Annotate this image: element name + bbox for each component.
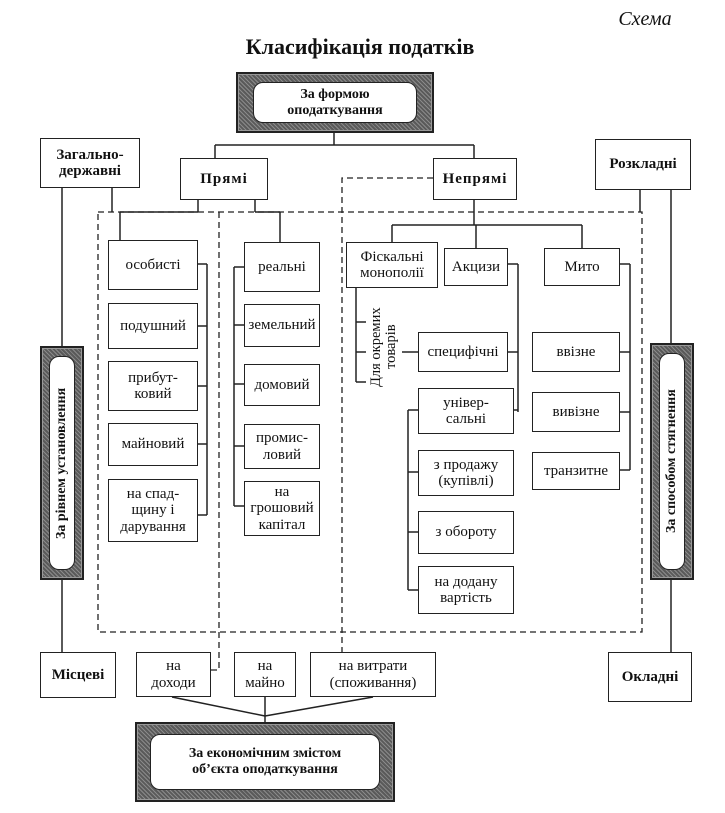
fixed-taxes-box: Окладні	[608, 652, 692, 702]
vat-box: на додану вартість	[418, 566, 514, 614]
direct-taxes-box: Прямі	[180, 158, 268, 200]
export-duty-box: вивізне	[532, 392, 620, 432]
distributive-taxes-box: Розкладні	[595, 139, 691, 190]
income-economic-box: на доходи	[136, 652, 211, 697]
criterion-level: За рівнем установлення	[49, 356, 75, 570]
national-taxes-box: Загально- державні	[40, 138, 140, 188]
money-capital-tax-box: на грошовий капітал	[244, 481, 320, 536]
poll-tax-box: подушний	[108, 303, 198, 349]
real-taxes-box: реальні	[244, 242, 320, 292]
specific-excises-box: специфічні	[418, 332, 508, 372]
diagram-title: Класифікація податків	[245, 34, 475, 59]
indirect-taxes-box: Непрямі	[433, 158, 517, 200]
property-tax-box: майновий	[108, 423, 198, 466]
criterion-economic: За економічним змістом об’єкта оподаткув…	[150, 734, 380, 790]
transit-duty-box: транзитне	[532, 452, 620, 490]
sales-tax-box: з продажу (купівлі)	[418, 450, 514, 496]
import-duty-box: ввізне	[532, 332, 620, 372]
fiscal-monopolies-box: Фіскальні монополії	[346, 242, 438, 288]
customs-box: Мито	[544, 248, 620, 286]
land-tax-box: земельний	[244, 304, 320, 347]
income-tax-box: прибут- ковий	[108, 361, 198, 411]
inheritance-gift-tax-box: на спад- щину і дарування	[108, 479, 198, 542]
specific-goods-label: Для окремих товарів	[367, 307, 399, 387]
scheme-label: Схема	[618, 8, 672, 30]
turnover-tax-box: з обороту	[418, 511, 514, 554]
property-economic-box: на майно	[234, 652, 296, 697]
local-taxes-box: Місцеві	[40, 652, 116, 698]
trade-tax-box: промис- ловий	[244, 424, 320, 469]
universal-excises-box: універ- сальні	[418, 388, 514, 434]
criterion-form: За формою оподаткування	[253, 82, 417, 123]
house-tax-box: домовий	[244, 364, 320, 406]
criterion-method: За способом стягнення	[659, 353, 685, 570]
excises-box: Акцизи	[444, 248, 508, 286]
personal-taxes-box: особисті	[108, 240, 198, 290]
consumption-economic-box: на витрати (споживання)	[310, 652, 436, 697]
